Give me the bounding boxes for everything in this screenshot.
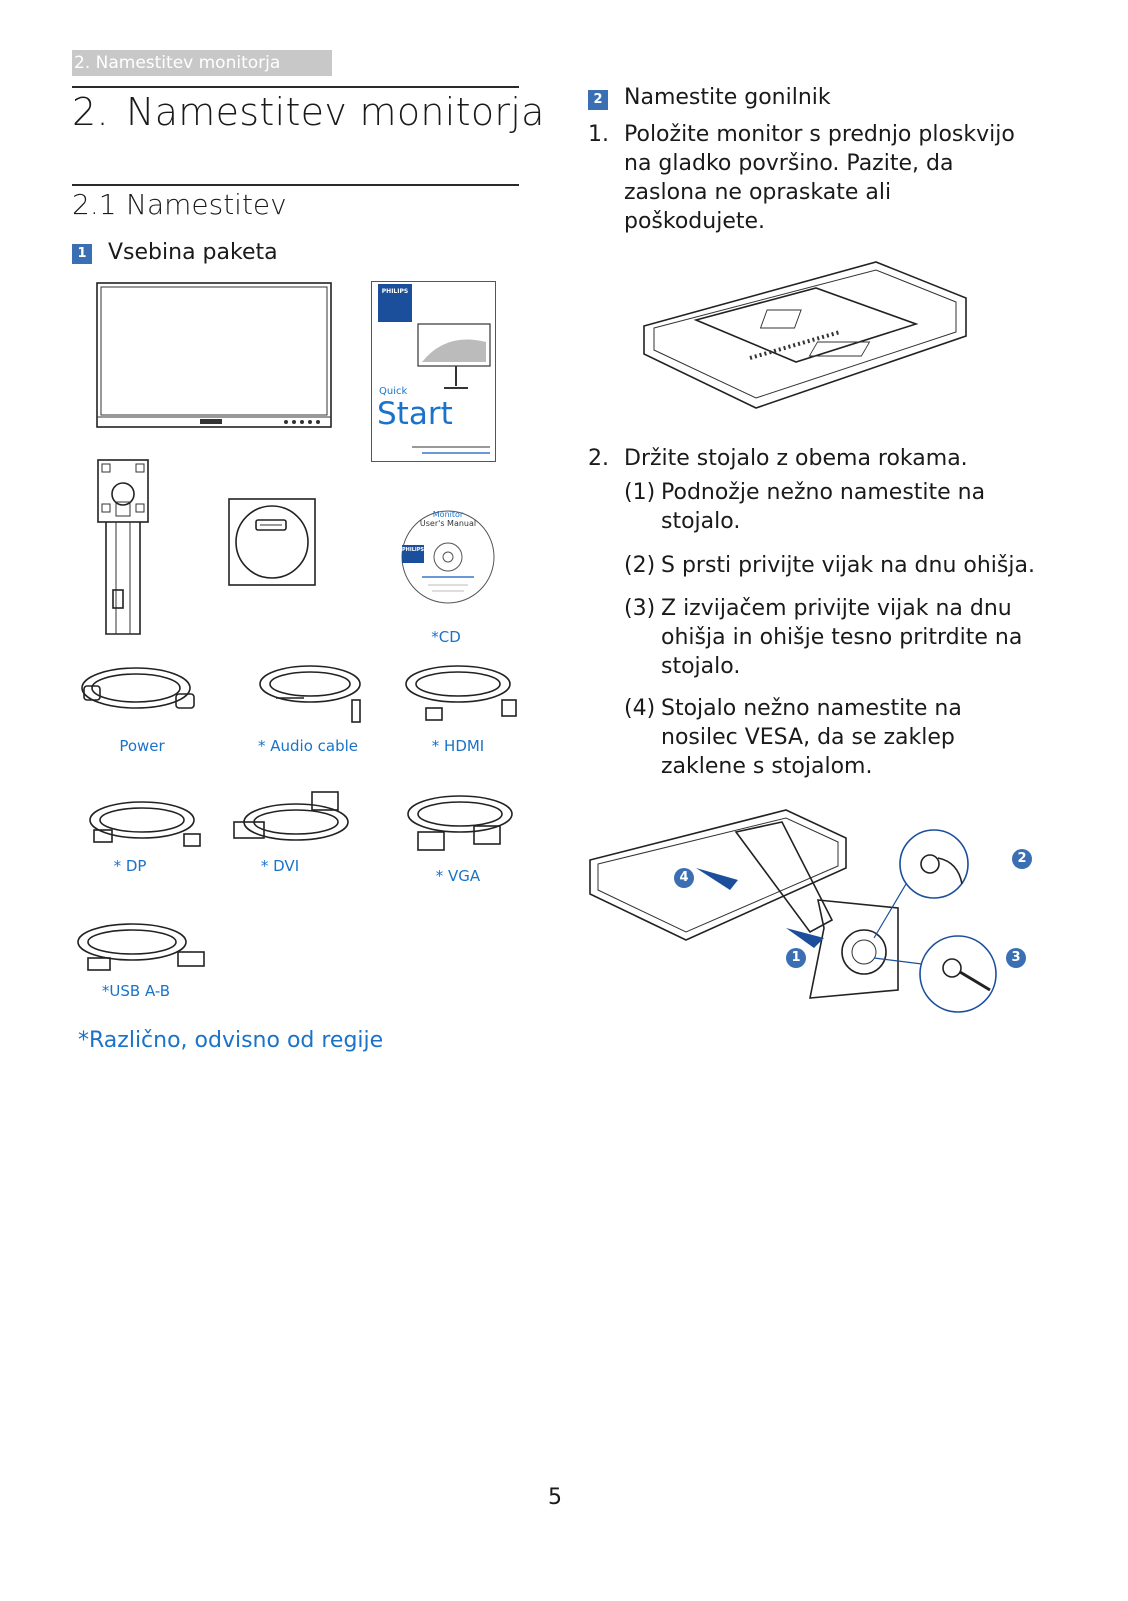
section-text: Namestitev bbox=[126, 188, 287, 221]
base-illustration bbox=[228, 498, 316, 586]
cd-label-line2: User's Manual bbox=[419, 519, 477, 528]
section-title: 2.1 Namestitev bbox=[72, 188, 287, 221]
caption-hdmi: * HDMI bbox=[431, 737, 485, 755]
step1-text: Položite monitor s prednjo ploskvijo na … bbox=[624, 122, 1015, 234]
cd-illustration bbox=[401, 510, 495, 604]
page-number: 5 bbox=[548, 1485, 562, 1510]
caption-usb: *USB A-B bbox=[101, 982, 171, 1000]
substep-4-number: (4) bbox=[624, 696, 656, 721]
substep-1-number: (1) bbox=[624, 480, 656, 505]
quickstart-big: Start bbox=[377, 396, 453, 432]
quickstart-small: Quick bbox=[379, 386, 408, 397]
substep-3-number: (3) bbox=[624, 596, 656, 621]
callout-3: 3 bbox=[1006, 948, 1026, 968]
cd-brand: PHILIPS bbox=[401, 547, 425, 553]
monitor-back-illustration bbox=[643, 261, 967, 409]
audio-cable-illustration bbox=[259, 665, 361, 723]
caption-audio: * Audio cable bbox=[257, 737, 359, 755]
region-footnote: *Različno, odvisno od regije bbox=[78, 1028, 384, 1053]
substep-2-text: S prsti privijte vijak na dnu ohišja. bbox=[661, 553, 1035, 578]
package-heading: Vsebina paketa bbox=[108, 240, 278, 265]
cd-label-line1: Monitor bbox=[432, 510, 464, 519]
quickstart-booklet: PHILIPS Quick Start bbox=[371, 281, 496, 462]
substep-2-number: (2) bbox=[624, 553, 656, 578]
header-tab: 2. Namestitev monitorja bbox=[72, 50, 332, 76]
title-text: Namestitev monitorja bbox=[126, 90, 545, 134]
dp-cable-illustration bbox=[89, 801, 201, 847]
quickstart-brand-block: PHILIPS bbox=[378, 284, 412, 322]
quickstart-brand: PHILIPS bbox=[381, 288, 409, 295]
driver-heading: Namestite gonilnik bbox=[624, 85, 831, 110]
callout-4: 4 bbox=[674, 868, 694, 888]
substep-3-text: Z izvijačem privijte vijak na dnu ohišja… bbox=[661, 596, 1023, 679]
step1-number: 1. bbox=[588, 122, 609, 147]
quickstart-monitor-icon bbox=[417, 323, 491, 389]
callout-2: 2 bbox=[1012, 849, 1032, 869]
caption-power: Power bbox=[119, 737, 165, 755]
hdmi-cable-illustration bbox=[405, 665, 517, 721]
callout-1: 1 bbox=[786, 948, 806, 968]
power-cable-illustration bbox=[81, 667, 195, 709]
section-rule bbox=[72, 184, 519, 186]
caption-dvi: * DVI bbox=[260, 857, 300, 875]
monitor-front-illustration bbox=[96, 282, 332, 428]
section-number: 2.1 bbox=[72, 188, 117, 221]
page-title: 2. Namestitev monitorja bbox=[72, 90, 545, 134]
dvi-cable-illustration bbox=[233, 791, 349, 841]
stand-assembly-illustration bbox=[589, 809, 997, 1013]
vga-cable-illustration bbox=[407, 795, 513, 851]
stand-illustration bbox=[97, 459, 149, 635]
quickstart-url bbox=[422, 452, 490, 454]
driver-badge: 2 bbox=[588, 90, 608, 110]
step2-text: Držite stojalo z obema rokama. bbox=[624, 446, 968, 471]
caption-dp: * DP bbox=[113, 857, 147, 875]
caption-vga: * VGA bbox=[435, 867, 481, 885]
step2-number: 2. bbox=[588, 446, 609, 471]
title-rule bbox=[72, 86, 519, 88]
package-badge: 1 bbox=[72, 244, 92, 264]
title-number: 2. bbox=[72, 90, 109, 134]
usb-cable-illustration bbox=[77, 923, 205, 971]
caption-cd: *CD bbox=[431, 628, 461, 646]
substep-1-text: Podnožje nežno namestite na stojalo. bbox=[661, 480, 986, 534]
quickstart-fineprint bbox=[412, 446, 490, 448]
substep-4-text: Stojalo nežno namestite na nosilec VESA,… bbox=[661, 696, 962, 779]
